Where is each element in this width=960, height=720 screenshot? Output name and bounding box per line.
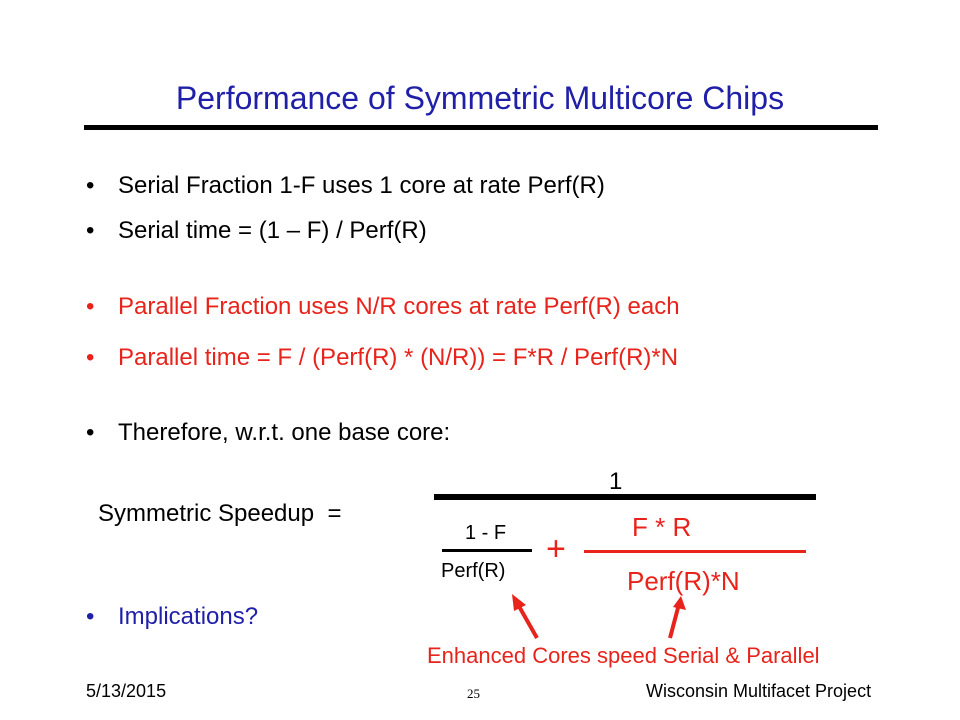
parallel-term-numerator: F * R	[632, 512, 692, 542]
bullet-parallel-fraction: • Parallel Fraction uses N/R cores at rat…	[86, 293, 680, 321]
equation-label: Symmetric Speedup =	[98, 500, 341, 528]
bullet-dot: •	[86, 217, 95, 244]
equation-label-text: Symmetric Speedup	[98, 500, 315, 527]
title-underline	[84, 125, 878, 130]
footer-organization: Wisconsin Multifacet Project	[646, 681, 872, 701]
slide-title: Performance of Symmetric Multicore Chips	[175, 80, 785, 116]
bullet-dot: •	[86, 603, 95, 630]
serial-term-numerator: 1 - F	[465, 522, 507, 544]
bullet-text: Serial time = (1 – F) / Perf(R)	[118, 217, 427, 244]
bullet-dot: •	[86, 419, 95, 446]
parallel-term-denominator: Perf(R)*N	[627, 566, 740, 596]
bullet-text: Parallel Fraction uses N/R cores at rate…	[118, 293, 680, 320]
bullet-text: Therefore, w.r.t. one base core:	[118, 419, 451, 446]
equation-equals: =	[327, 500, 342, 527]
bullet-implications: • Implications?	[86, 603, 258, 631]
bullet-text: Implications?	[118, 603, 259, 630]
equation-numerator: 1	[609, 468, 623, 495]
bullet-parallel-time: • Parallel time = F / (Perf(R) * (N/R)) =…	[86, 344, 678, 372]
bullet-serial-time: • Serial time = (1 – F) / Perf(R)	[86, 217, 427, 245]
plus-sign: +	[546, 530, 566, 568]
bullet-dot: •	[86, 293, 95, 320]
bullet-text: Parallel time = F / (Perf(R) * (N/R)) = …	[118, 344, 679, 371]
annotation-text: Enhanced Cores speed Serial & Parallel	[427, 643, 820, 668]
bullet-therefore: • Therefore, w.r.t. one base core:	[86, 419, 450, 447]
bullet-dot: •	[86, 344, 95, 371]
serial-term-fraction-bar	[442, 549, 532, 552]
arrow-to-serial-term	[512, 594, 539, 639]
bullet-text: Serial Fraction 1-F uses 1 core at rate …	[118, 172, 605, 199]
arrow-to-parallel-term	[668, 596, 686, 639]
bullet-dot: •	[86, 172, 95, 199]
parallel-term-fraction-bar	[584, 550, 806, 553]
footer-page-number: 25	[467, 686, 480, 701]
equation-main-fraction-bar	[434, 494, 816, 500]
bullet-serial-fraction: • Serial Fraction 1-F uses 1 core at rate…	[86, 172, 605, 200]
serial-term-denominator: Perf(R)	[441, 560, 506, 582]
footer-date: 5/13/2015	[86, 681, 167, 701]
